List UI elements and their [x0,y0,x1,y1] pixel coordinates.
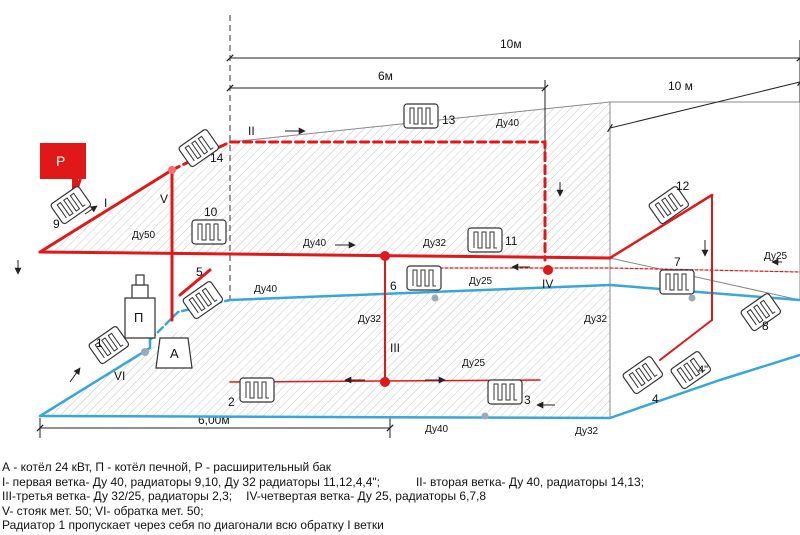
svg-text:Ду40: Ду40 [425,424,449,435]
legend: А - котёл 24 кВт, П - котёл печной, Р - … [2,460,798,533]
svg-text:6: 6 [390,279,397,293]
radiator-11 [467,227,503,253]
svg-text:Ду25: Ду25 [469,276,493,287]
svg-text:Ду32: Ду32 [358,314,382,325]
dim-10m-side: 10 м [668,79,693,93]
svg-text:Ду25: Ду25 [462,358,486,369]
svg-text:13: 13 [442,113,456,127]
supply-pipes [38,140,800,383]
radiator-1 [87,324,131,366]
pipe-nodes [141,166,696,420]
branch-V: V [160,192,168,206]
gas-boiler: А [155,337,193,369]
radiator-7 [659,269,695,295]
branch-VI: VI [114,369,125,383]
svg-text:7: 7 [674,255,681,269]
radiator-10 [191,219,227,245]
legend-line-1: А - котёл 24 кВт, П - котёл печной, Р - … [2,460,332,474]
svg-text:Ду32: Ду32 [584,314,608,325]
svg-text:Ду32: Ду32 [423,238,447,249]
legend-line-3: III-третья ветка- Ду 32/25, радиаторы 2,… [2,489,487,504]
svg-text:Ду25: Ду25 [764,251,788,262]
branch-IV: IV [542,277,553,291]
svg-text:Ду50: Ду50 [132,230,156,241]
flow-arrows [14,127,782,409]
legend-line-5: Радиатор 1 пропускает через себя по диаг… [2,518,384,533]
dimension-lines [36,40,800,438]
branch-II: II [248,124,255,138]
dim-6m: 6м [378,69,393,83]
svg-text:10: 10 [204,205,218,219]
svg-text:Ду40: Ду40 [254,284,278,295]
svg-text:Ду40: Ду40 [303,238,327,249]
svg-text:А: А [170,346,179,361]
radiator-numbers: 1 2 3 4 4" 5 6 7 8 9 10 11 12 13 14 [53,113,769,409]
legend-line-4: V- стояк мет. 50; VI- обратка мет. 50; [2,503,204,518]
dim-10m-top: 10м [500,37,522,51]
svg-text:Ду40: Ду40 [496,118,520,129]
svg-text:11: 11 [505,234,518,248]
radiator-4 [621,354,665,396]
heating-scheme-diagram: 10м 6м 10 м 6,00м Р П [14,15,800,438]
svg-text:8: 8 [762,319,769,333]
dim-6m-bottom: 6,00м [198,413,230,427]
stove-boiler: П [124,274,156,339]
radiator-2 [239,377,275,403]
svg-text:Р: Р [56,153,65,169]
lower-floor-plane [40,285,610,418]
upper-floor-plane [40,102,610,258]
radiator-13 [403,103,439,129]
svg-text:14: 14 [210,151,224,165]
svg-text:4": 4" [698,364,708,376]
svg-text:9: 9 [53,217,60,231]
svg-text:Ду32: Ду32 [575,426,599,437]
svg-text:4: 4 [652,392,659,406]
pipe-diameter-labels: Ду40 Ду50 Ду40 Ду32 Ду25 Ду25 Ду40 Ду32 … [132,118,788,437]
branch-I: I [104,196,107,210]
radiator-3 [487,379,523,405]
radiator-6 [406,265,442,291]
svg-text:1: 1 [96,336,103,350]
svg-text:3: 3 [524,393,531,407]
svg-text:2: 2 [228,395,235,409]
svg-text:12: 12 [676,179,690,193]
svg-text:5: 5 [196,265,203,279]
svg-text:П: П [134,310,143,325]
branch-III: III [390,341,400,355]
legend-line-2: I- первая ветка- Ду 40, радиаторы 9,10, … [2,474,645,489]
